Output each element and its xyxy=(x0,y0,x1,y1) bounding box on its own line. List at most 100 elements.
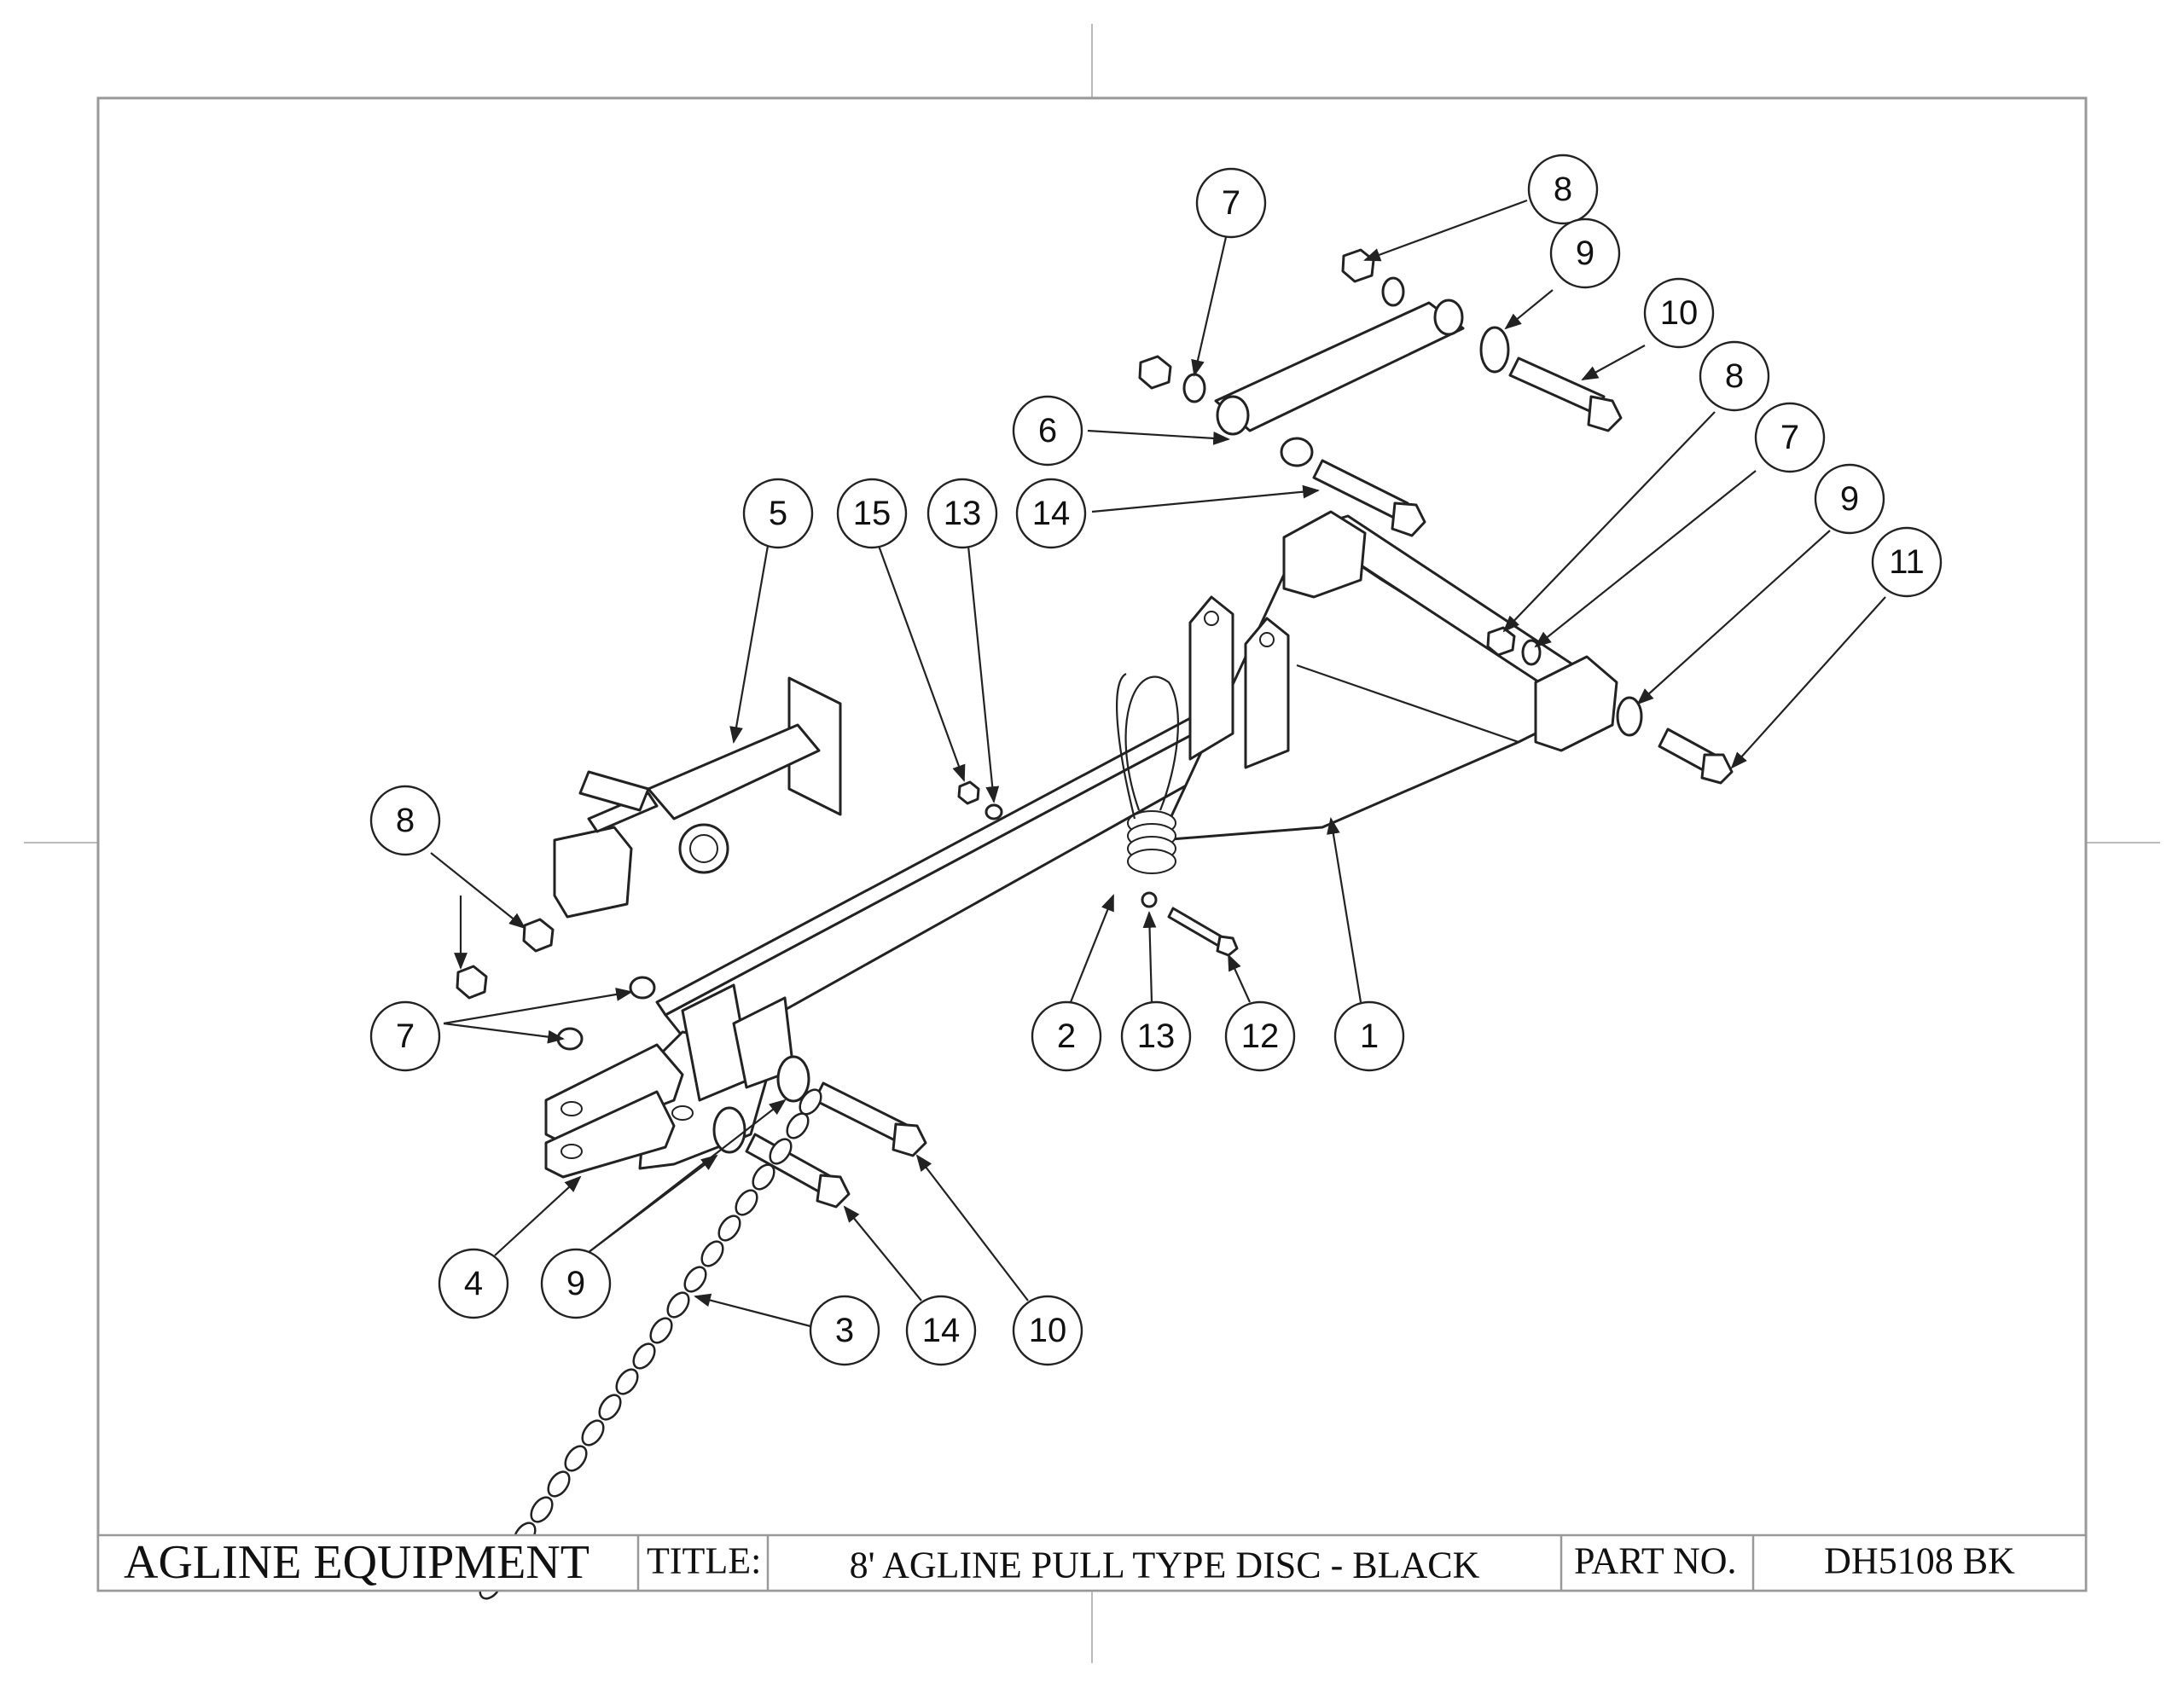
leader-lines xyxy=(430,199,1886,1328)
nut-15 xyxy=(957,780,980,805)
balloon-label: 4 xyxy=(464,1265,483,1302)
title-block: AGLINE EQUIPMENT TITLE: 8' AGLINE PULL T… xyxy=(96,1533,2088,1592)
lock-washer-top xyxy=(1182,373,1206,403)
washer-9-top xyxy=(1479,326,1510,374)
front-clevis-upper xyxy=(544,1043,684,1145)
balloon-label: 3 xyxy=(835,1312,854,1349)
balloon-9-c: 9 xyxy=(540,1248,612,1319)
rear-hinge-plate-right xyxy=(1534,655,1618,752)
balloon-label: 8 xyxy=(396,802,415,839)
balloon-4: 4 xyxy=(438,1248,509,1319)
upright-hole-left xyxy=(1204,611,1219,626)
side-plate-hole xyxy=(671,1105,694,1121)
jack-collar-inner xyxy=(689,834,718,863)
balloon-9-b: 9 xyxy=(1814,463,1885,535)
rear-hinge-plate-left xyxy=(1282,510,1367,599)
balloon-8-a: 8 xyxy=(1527,154,1599,225)
part-no-label: PART NO. xyxy=(1574,1540,1737,1582)
nut-rear xyxy=(1486,626,1516,657)
centering-marks xyxy=(24,24,2160,1663)
balloon-14-a: 14 xyxy=(1015,478,1087,549)
balloon-label: 8 xyxy=(1554,171,1572,208)
balloon-3: 3 xyxy=(809,1295,880,1366)
nut-top-1 xyxy=(1138,355,1172,390)
clevis-hole-upper xyxy=(561,1101,583,1116)
balloon-7-c: 7 xyxy=(369,1000,441,1072)
upright-plate-left xyxy=(1188,595,1234,761)
balloon-7-a: 7 xyxy=(1195,167,1267,239)
washer-14-top xyxy=(1280,437,1314,467)
washer-9-front-2 xyxy=(712,1106,746,1154)
balloon-label: 15 xyxy=(853,495,892,532)
balloon-13-a: 13 xyxy=(926,478,998,549)
balloon-11: 11 xyxy=(1871,526,1943,598)
jack-gearbox xyxy=(553,826,633,919)
balloon-label: 9 xyxy=(1576,235,1594,272)
bolt-14-front-head xyxy=(816,1174,851,1209)
upper-link-end-rear xyxy=(1433,299,1464,336)
clevis-hole-lower xyxy=(561,1144,583,1159)
balloon-label: 5 xyxy=(769,495,787,532)
jack-handle-grip xyxy=(578,770,650,812)
balloon-label: 14 xyxy=(1032,495,1071,532)
bolt-11-rear-head xyxy=(1700,753,1734,785)
balloon-5: 5 xyxy=(742,478,814,549)
title-label: TITLE: xyxy=(647,1540,761,1582)
balloon-10-a: 10 xyxy=(1643,277,1715,349)
balloon-label: 7 xyxy=(1222,184,1240,222)
upright-plate-right xyxy=(1244,617,1290,769)
lock-washer-13-upper xyxy=(985,803,1003,820)
lock-washer-top-2 xyxy=(1381,276,1405,307)
bolt-12 xyxy=(1167,907,1226,948)
balloon-15: 15 xyxy=(836,478,908,549)
balloon-7-b: 7 xyxy=(1754,402,1826,473)
balloon-2: 2 xyxy=(1031,1000,1102,1072)
frame-inner-line xyxy=(1296,664,1519,744)
lock-washer-13-lower xyxy=(1141,891,1158,908)
front-hardware-drawing xyxy=(456,780,1239,1209)
bolt-10-top-head xyxy=(1587,395,1623,432)
balloon-10-b: 10 xyxy=(1012,1295,1083,1366)
nut-front-1 xyxy=(522,918,555,953)
balloon-label: 11 xyxy=(1889,543,1925,581)
balloon-label: 2 xyxy=(1057,1017,1076,1055)
jack-drawing xyxy=(553,676,842,919)
balloon-label: 9 xyxy=(1840,480,1859,518)
part-no: DH5108 BK xyxy=(1824,1540,2015,1582)
balloon-6: 6 xyxy=(1012,395,1083,467)
balloon-label: 8 xyxy=(1725,357,1744,395)
spring xyxy=(1116,673,1180,874)
balloon-8-c: 8 xyxy=(369,785,441,856)
balloon-14-c: 14 xyxy=(905,1295,977,1366)
balloon-label: 13 xyxy=(944,495,982,532)
drawing-title: 8' AGLINE PULL TYPE DISC - BLACK xyxy=(850,1545,1480,1586)
balloon-9-a: 9 xyxy=(1549,217,1621,289)
balloon-label: 10 xyxy=(1660,294,1699,332)
washer-9-rear xyxy=(1616,696,1643,737)
hitch-assembly-drawing xyxy=(544,510,1618,1179)
balloon-label: 14 xyxy=(922,1312,961,1349)
balloon-12: 12 xyxy=(1224,1000,1296,1072)
nut-top-2 xyxy=(1341,248,1375,283)
balloon-label: 1 xyxy=(1360,1017,1379,1055)
bolt-14-top-head xyxy=(1391,501,1426,537)
bolt-12-head xyxy=(1216,935,1239,957)
balloon-13-b: 13 xyxy=(1120,1000,1192,1072)
lock-washer-front-1 xyxy=(629,976,656,1000)
washer-9-front-1 xyxy=(776,1055,810,1103)
balloon-label: 7 xyxy=(1780,419,1799,456)
balloon-8-b: 8 xyxy=(1699,340,1770,412)
balloon-label: 10 xyxy=(1029,1312,1067,1349)
balloon-label: 12 xyxy=(1241,1017,1280,1055)
upright-hole-right xyxy=(1259,632,1275,647)
company-name: AGLINE EQUIPMENT xyxy=(124,1536,590,1589)
jack-tube xyxy=(647,723,821,820)
upper-link-end-front xyxy=(1216,395,1250,436)
balloon-label: 13 xyxy=(1137,1017,1176,1055)
upper-link-bar xyxy=(1214,301,1465,432)
balloon-label: 9 xyxy=(566,1265,585,1302)
balloon-1: 1 xyxy=(1333,1000,1405,1072)
balloon-label: 6 xyxy=(1038,412,1057,449)
nut-front-2 xyxy=(456,965,488,1000)
